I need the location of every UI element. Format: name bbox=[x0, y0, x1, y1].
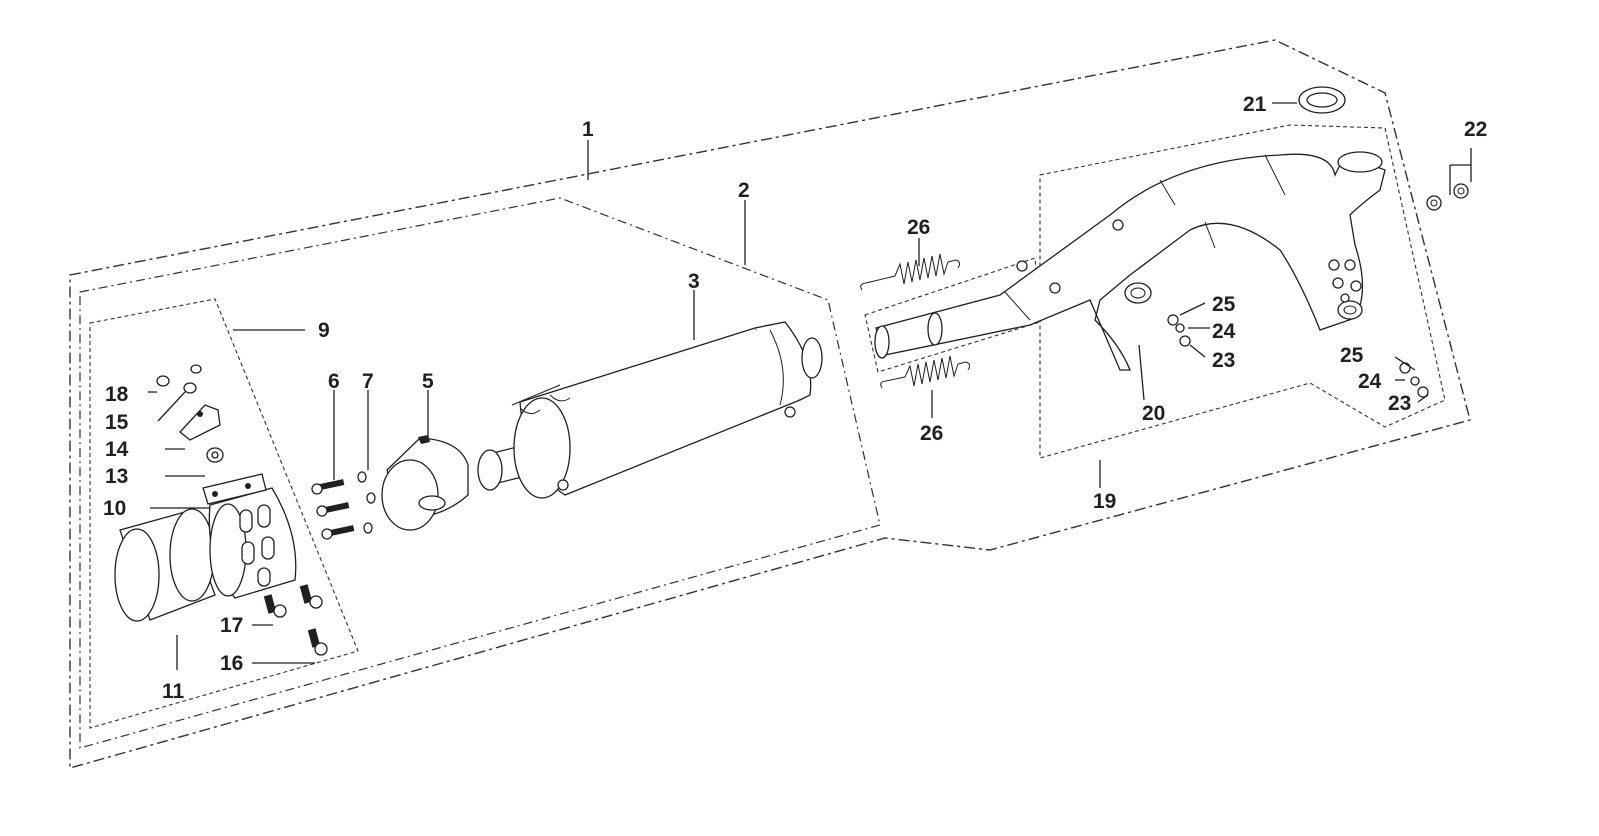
group-1-boundary bbox=[69, 39, 1471, 769]
group-9-boundary bbox=[89, 298, 359, 729]
callout-23a: 23 bbox=[1212, 349, 1235, 372]
group-2-boundary bbox=[79, 197, 881, 749]
callout-1: 1 bbox=[582, 118, 594, 141]
header-pipe-part-20 bbox=[874, 151, 1386, 371]
callout-5: 5 bbox=[422, 370, 434, 393]
callout-11: 11 bbox=[162, 680, 185, 703]
callout-19: 19 bbox=[1093, 490, 1116, 513]
callout-20: 20 bbox=[1142, 402, 1165, 425]
small-hardware-parts-13-14-15-18 bbox=[156, 364, 224, 463]
end-cap-guard-part-10 bbox=[202, 473, 297, 599]
nuts-part-22 bbox=[1426, 183, 1469, 211]
callout-2: 2 bbox=[738, 179, 750, 202]
hardware-parts-23-24-25 bbox=[1167, 314, 1429, 398]
callout-7: 7 bbox=[362, 370, 374, 393]
callout-26b: 26 bbox=[920, 422, 943, 445]
callout-6: 6 bbox=[328, 370, 340, 393]
muffler-part-3 bbox=[477, 321, 823, 499]
callout-15: 15 bbox=[105, 411, 129, 434]
callout-21: 21 bbox=[1243, 93, 1267, 116]
screws-washers-parts-6-7 bbox=[311, 471, 376, 540]
callout-23b: 23 bbox=[1388, 392, 1411, 415]
callout-22: 22 bbox=[1464, 118, 1487, 141]
gasket-part-21 bbox=[1298, 86, 1346, 114]
callout-9: 9 bbox=[318, 319, 330, 342]
bolts-parts-16-17 bbox=[263, 584, 328, 656]
callout-3: 3 bbox=[688, 270, 700, 293]
callout-26a: 26 bbox=[907, 216, 930, 239]
callout-24b: 24 bbox=[1358, 370, 1382, 393]
callout-14: 14 bbox=[105, 438, 129, 461]
end-cone-part-5 bbox=[381, 435, 469, 531]
callout-18: 18 bbox=[105, 383, 129, 406]
callout-25a: 25 bbox=[1212, 293, 1236, 316]
callout-13: 13 bbox=[105, 465, 128, 488]
springs-part-26 bbox=[860, 253, 971, 389]
leader-lines bbox=[148, 102, 1472, 670]
callout-17: 17 bbox=[220, 614, 243, 637]
callout-25b: 25 bbox=[1340, 344, 1364, 367]
group-26-boundary bbox=[864, 257, 1041, 373]
callout-10: 10 bbox=[103, 497, 126, 520]
sleeve-part-11 bbox=[114, 508, 216, 622]
callout-24a: 24 bbox=[1212, 320, 1236, 343]
group-19-boundary bbox=[1039, 124, 1446, 459]
callout-16: 16 bbox=[220, 652, 243, 675]
